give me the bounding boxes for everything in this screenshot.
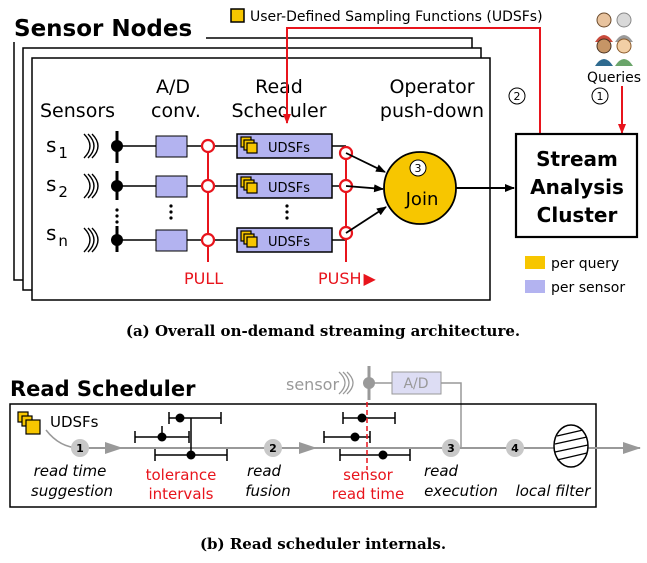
step-4-label: local filter — [516, 482, 592, 500]
udsf-deploy-path — [283, 27, 541, 133]
caption-a: (a) Overall on-demand streaming architec… — [126, 322, 520, 340]
ad-converter-n — [155, 229, 188, 252]
step-1-label-line2: suggestion — [31, 482, 113, 500]
legend-per-query: per query — [551, 256, 619, 272]
col-sensors: Sensors — [40, 100, 115, 122]
queries-users-icon — [595, 12, 633, 66]
read-scheduler-title: Read Scheduler — [10, 377, 196, 401]
step-2-label-line2: fusion — [245, 482, 290, 500]
ad-converter-2 — [155, 175, 188, 198]
ad-converter-1 — [155, 135, 188, 158]
push-label: PUSH▶ — [318, 269, 377, 288]
col-operator-line1: Operator — [389, 76, 474, 98]
step-2-label-line1: read — [247, 462, 282, 480]
row-ellipsis — [115, 204, 289, 224]
udsf-legend-text: User-Defined Sampling Functions (UDSFs) — [250, 9, 543, 25]
sensor-read-label-line2: read time — [332, 485, 404, 503]
udsf-legend-swatch — [230, 8, 245, 23]
step-2-number: 2 — [514, 90, 521, 103]
udsfs-icon — [17, 411, 41, 435]
step-b-2: 2 — [269, 442, 277, 455]
col-ad-line1: A/D — [156, 76, 190, 98]
udsf-box-n — [236, 227, 333, 253]
step-b-3: 3 — [447, 442, 455, 455]
read-scheduler-box — [9, 403, 597, 508]
step-1-label-line1: read time — [34, 462, 107, 480]
ad-converter-label: A/D — [403, 376, 428, 392]
sensor-input-label: sensor — [286, 375, 339, 394]
udsf-box-label-2: UDSFs — [268, 181, 310, 196]
col-operator-line2: push-down — [380, 100, 484, 122]
sensor-nodes-title: Sensor Nodes — [14, 16, 192, 42]
legend-per-sensor: per sensor — [551, 280, 625, 296]
join-label: Join — [405, 189, 439, 210]
step-b-1: 1 — [76, 442, 84, 455]
pull-label: PULL — [184, 269, 223, 288]
col-read-line1: Read — [255, 76, 303, 98]
udsf-box-label-1: UDSFs — [268, 141, 310, 156]
sensor-waves-icon — [338, 371, 354, 395]
col-ad-line2: conv. — [151, 100, 201, 122]
cluster-line-3: Cluster — [537, 203, 618, 227]
legend-per-sensor-swatch — [525, 280, 545, 293]
queries-label: Queries — [587, 70, 641, 86]
udsfs-label: UDSFs — [50, 413, 99, 431]
col-read-line2: Scheduler — [231, 100, 326, 122]
tolerance-label-line2: intervals — [148, 485, 213, 503]
legend-per-query-swatch — [525, 256, 545, 269]
stream-analysis-cluster — [514, 132, 639, 239]
cluster-line-2: Analysis — [530, 175, 624, 199]
step-3-label-line1: read — [424, 462, 459, 480]
step-3-label-line2: execution — [424, 482, 498, 500]
step-b-4: 4 — [511, 442, 519, 455]
tolerance-label-line1: tolerance — [146, 466, 217, 484]
step-1-number: 1 — [597, 90, 604, 103]
fused-intervals-glyph — [323, 412, 411, 461]
udsf-box-label-n: UDSFs — [268, 235, 310, 250]
sensor-read-label-line1: sensor — [343, 466, 394, 484]
local-filter-icon — [553, 424, 589, 468]
cluster-line-1: Stream — [536, 147, 618, 171]
caption-b: (b) Read scheduler internals. — [200, 535, 446, 553]
join-step-number: 3 — [415, 162, 422, 175]
